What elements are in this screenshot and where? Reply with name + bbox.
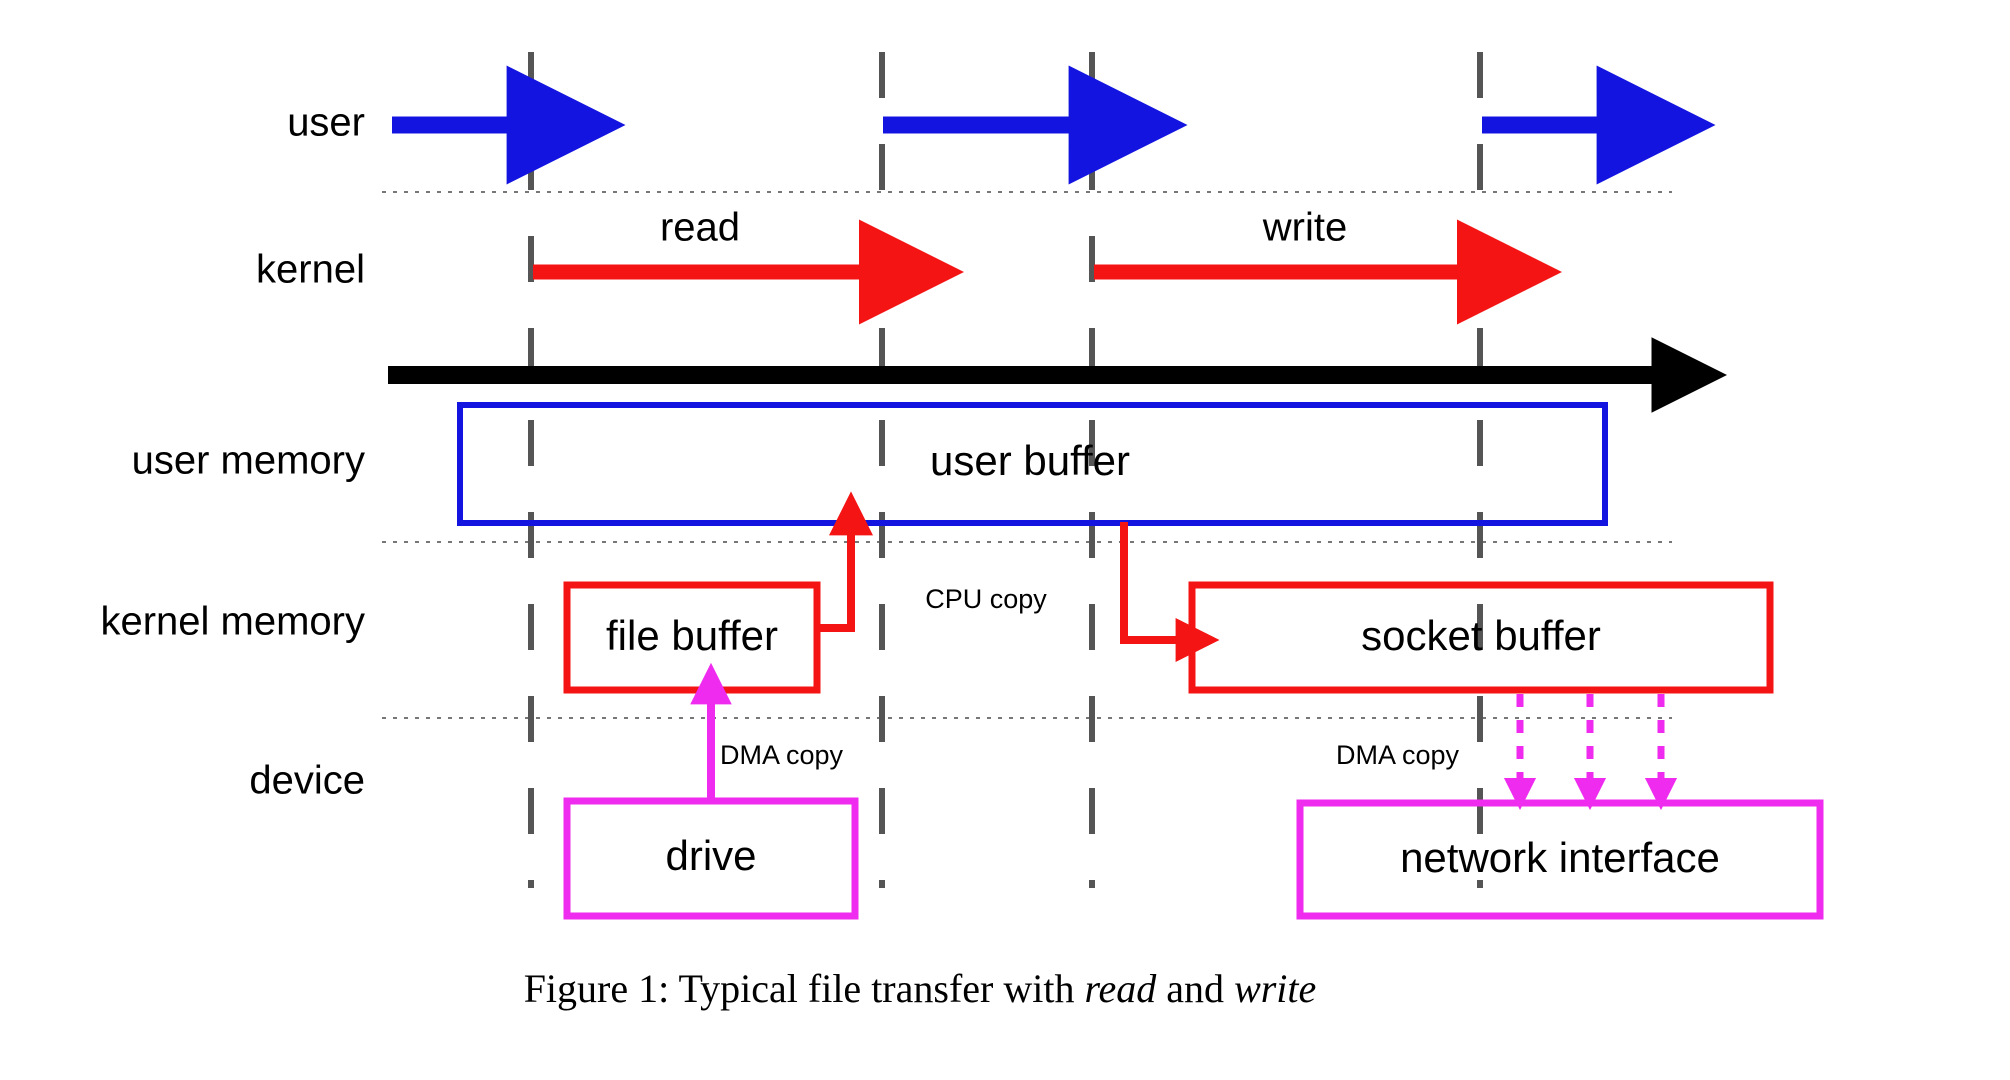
figure-caption: Figure 1: Typical file transfer with rea… bbox=[524, 966, 1317, 1011]
lane-label-device: device bbox=[249, 759, 365, 803]
caption-mid: and bbox=[1156, 966, 1234, 1011]
user-buffer-label: user buffer bbox=[930, 437, 1130, 484]
dma-copy-label-drive: DMA copy bbox=[720, 740, 844, 770]
syscall-label-read: read bbox=[660, 206, 740, 250]
user-buffer-box bbox=[457, 402, 1608, 526]
caption-read: read bbox=[1084, 966, 1157, 1011]
lane-label-user: user bbox=[287, 101, 365, 145]
socket-buffer-label: socket buffer bbox=[1361, 612, 1601, 659]
lane-label-user-memory: user memory bbox=[132, 439, 365, 483]
network-interface-box bbox=[1296, 799, 1824, 920]
syscall-label-write: write bbox=[1262, 206, 1347, 250]
drive-box bbox=[563, 797, 859, 920]
lane-label-kernel: kernel bbox=[256, 248, 365, 292]
network-interface-label: network interface bbox=[1400, 834, 1720, 881]
dma-copy-label-nic: DMA copy bbox=[1336, 740, 1460, 770]
file-buffer-label: file buffer bbox=[606, 612, 778, 659]
cpu-copy-arrow-file-to-user bbox=[817, 491, 873, 632]
drive-label: drive bbox=[665, 832, 756, 879]
cpu-copy-label: CPU copy bbox=[925, 584, 1047, 614]
lane-label-kernel-memory: kernel memory bbox=[100, 600, 365, 644]
cpu-copy-arrow-user-to-socket bbox=[1120, 522, 1220, 662]
caption-prefix: Figure 1: Typical file transfer with bbox=[524, 966, 1085, 1011]
caption-write: write bbox=[1234, 966, 1316, 1011]
